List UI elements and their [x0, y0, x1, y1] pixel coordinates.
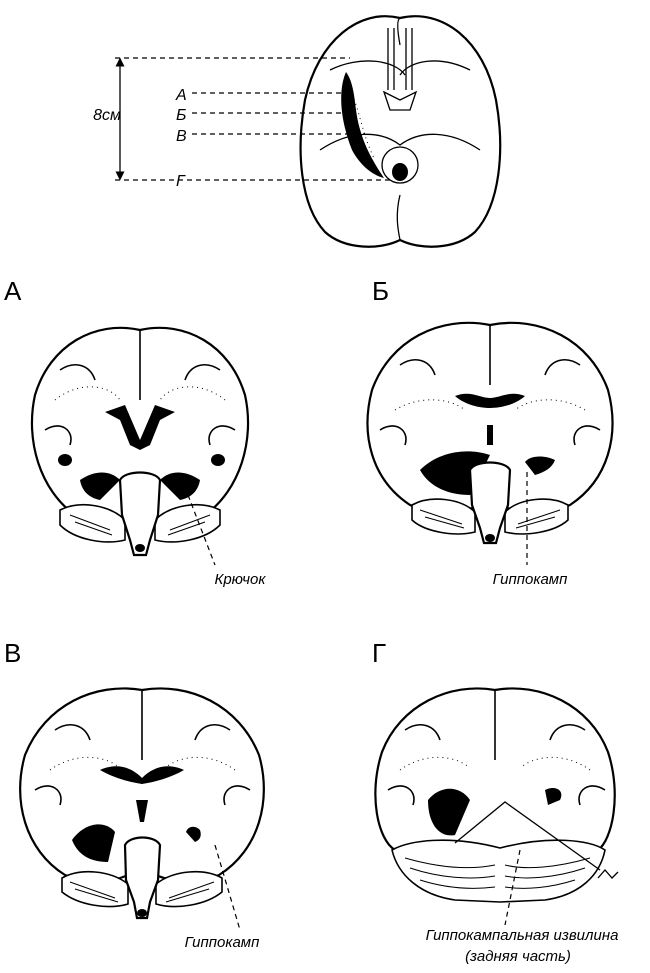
section-label-b: Б [176, 107, 186, 124]
panel-b: Б Гиппокамп [366, 276, 614, 588]
section-label-g: Г [176, 173, 186, 190]
panel-g: Г Гиппокампальная извилина (задняя часть… [372, 638, 619, 965]
panel-v-letter: В [4, 638, 21, 668]
panel-g-label-line1: Гиппокампальная извилина [426, 927, 619, 944]
panel-g-letter: Г [372, 638, 386, 668]
panel-a-letter: А [4, 276, 22, 306]
section-lines: А Б В Г [175, 87, 365, 190]
panel-a: А Крючок [4, 276, 266, 588]
panel-b-letter: Б [372, 276, 389, 306]
panel-v: В Гиппокамп [4, 638, 265, 951]
scale-indicator: 8см [93, 57, 390, 181]
panel-a-label: Крючок [215, 571, 267, 588]
scale-label: 8см [93, 107, 121, 124]
panel-g-label-line2: (задняя часть) [465, 948, 571, 965]
section-label-v: В [176, 128, 187, 145]
top-view-brain [299, 15, 502, 248]
panel-v-label: Гиппокамп [185, 934, 260, 951]
section-label-a: А [175, 87, 187, 104]
panel-b-label: Гиппокамп [493, 571, 568, 588]
